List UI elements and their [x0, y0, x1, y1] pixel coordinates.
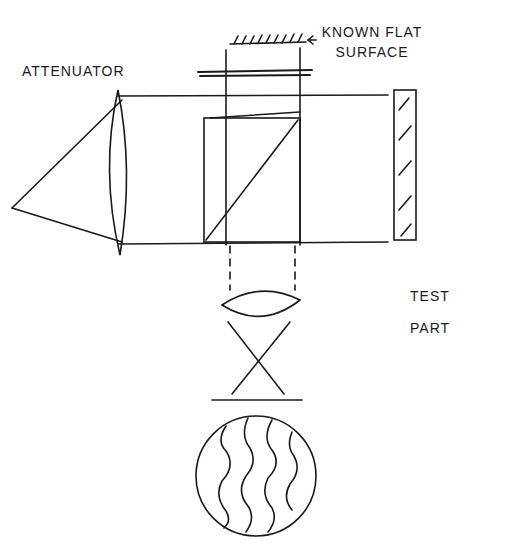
horizontal-beam	[118, 95, 388, 244]
beamsplitter-cube	[204, 112, 300, 242]
surface-label: KNOWN FLAT SURFACE	[320, 22, 424, 63]
test-part	[394, 90, 416, 240]
focus-rays	[212, 322, 302, 400]
leader-arrow	[308, 36, 316, 44]
vertical-beam	[226, 48, 300, 245]
flat-reference-surface	[230, 34, 306, 44]
imaging-lens	[222, 291, 300, 316]
test-part-label: TEST PART	[410, 280, 458, 344]
output-beam	[230, 246, 295, 290]
collimating-lens	[109, 90, 126, 255]
light-source	[12, 100, 122, 242]
fringe-pattern	[196, 416, 316, 536]
attenuator-plate	[198, 70, 312, 76]
attenuator-label: ATTENUATOR	[22, 61, 125, 81]
